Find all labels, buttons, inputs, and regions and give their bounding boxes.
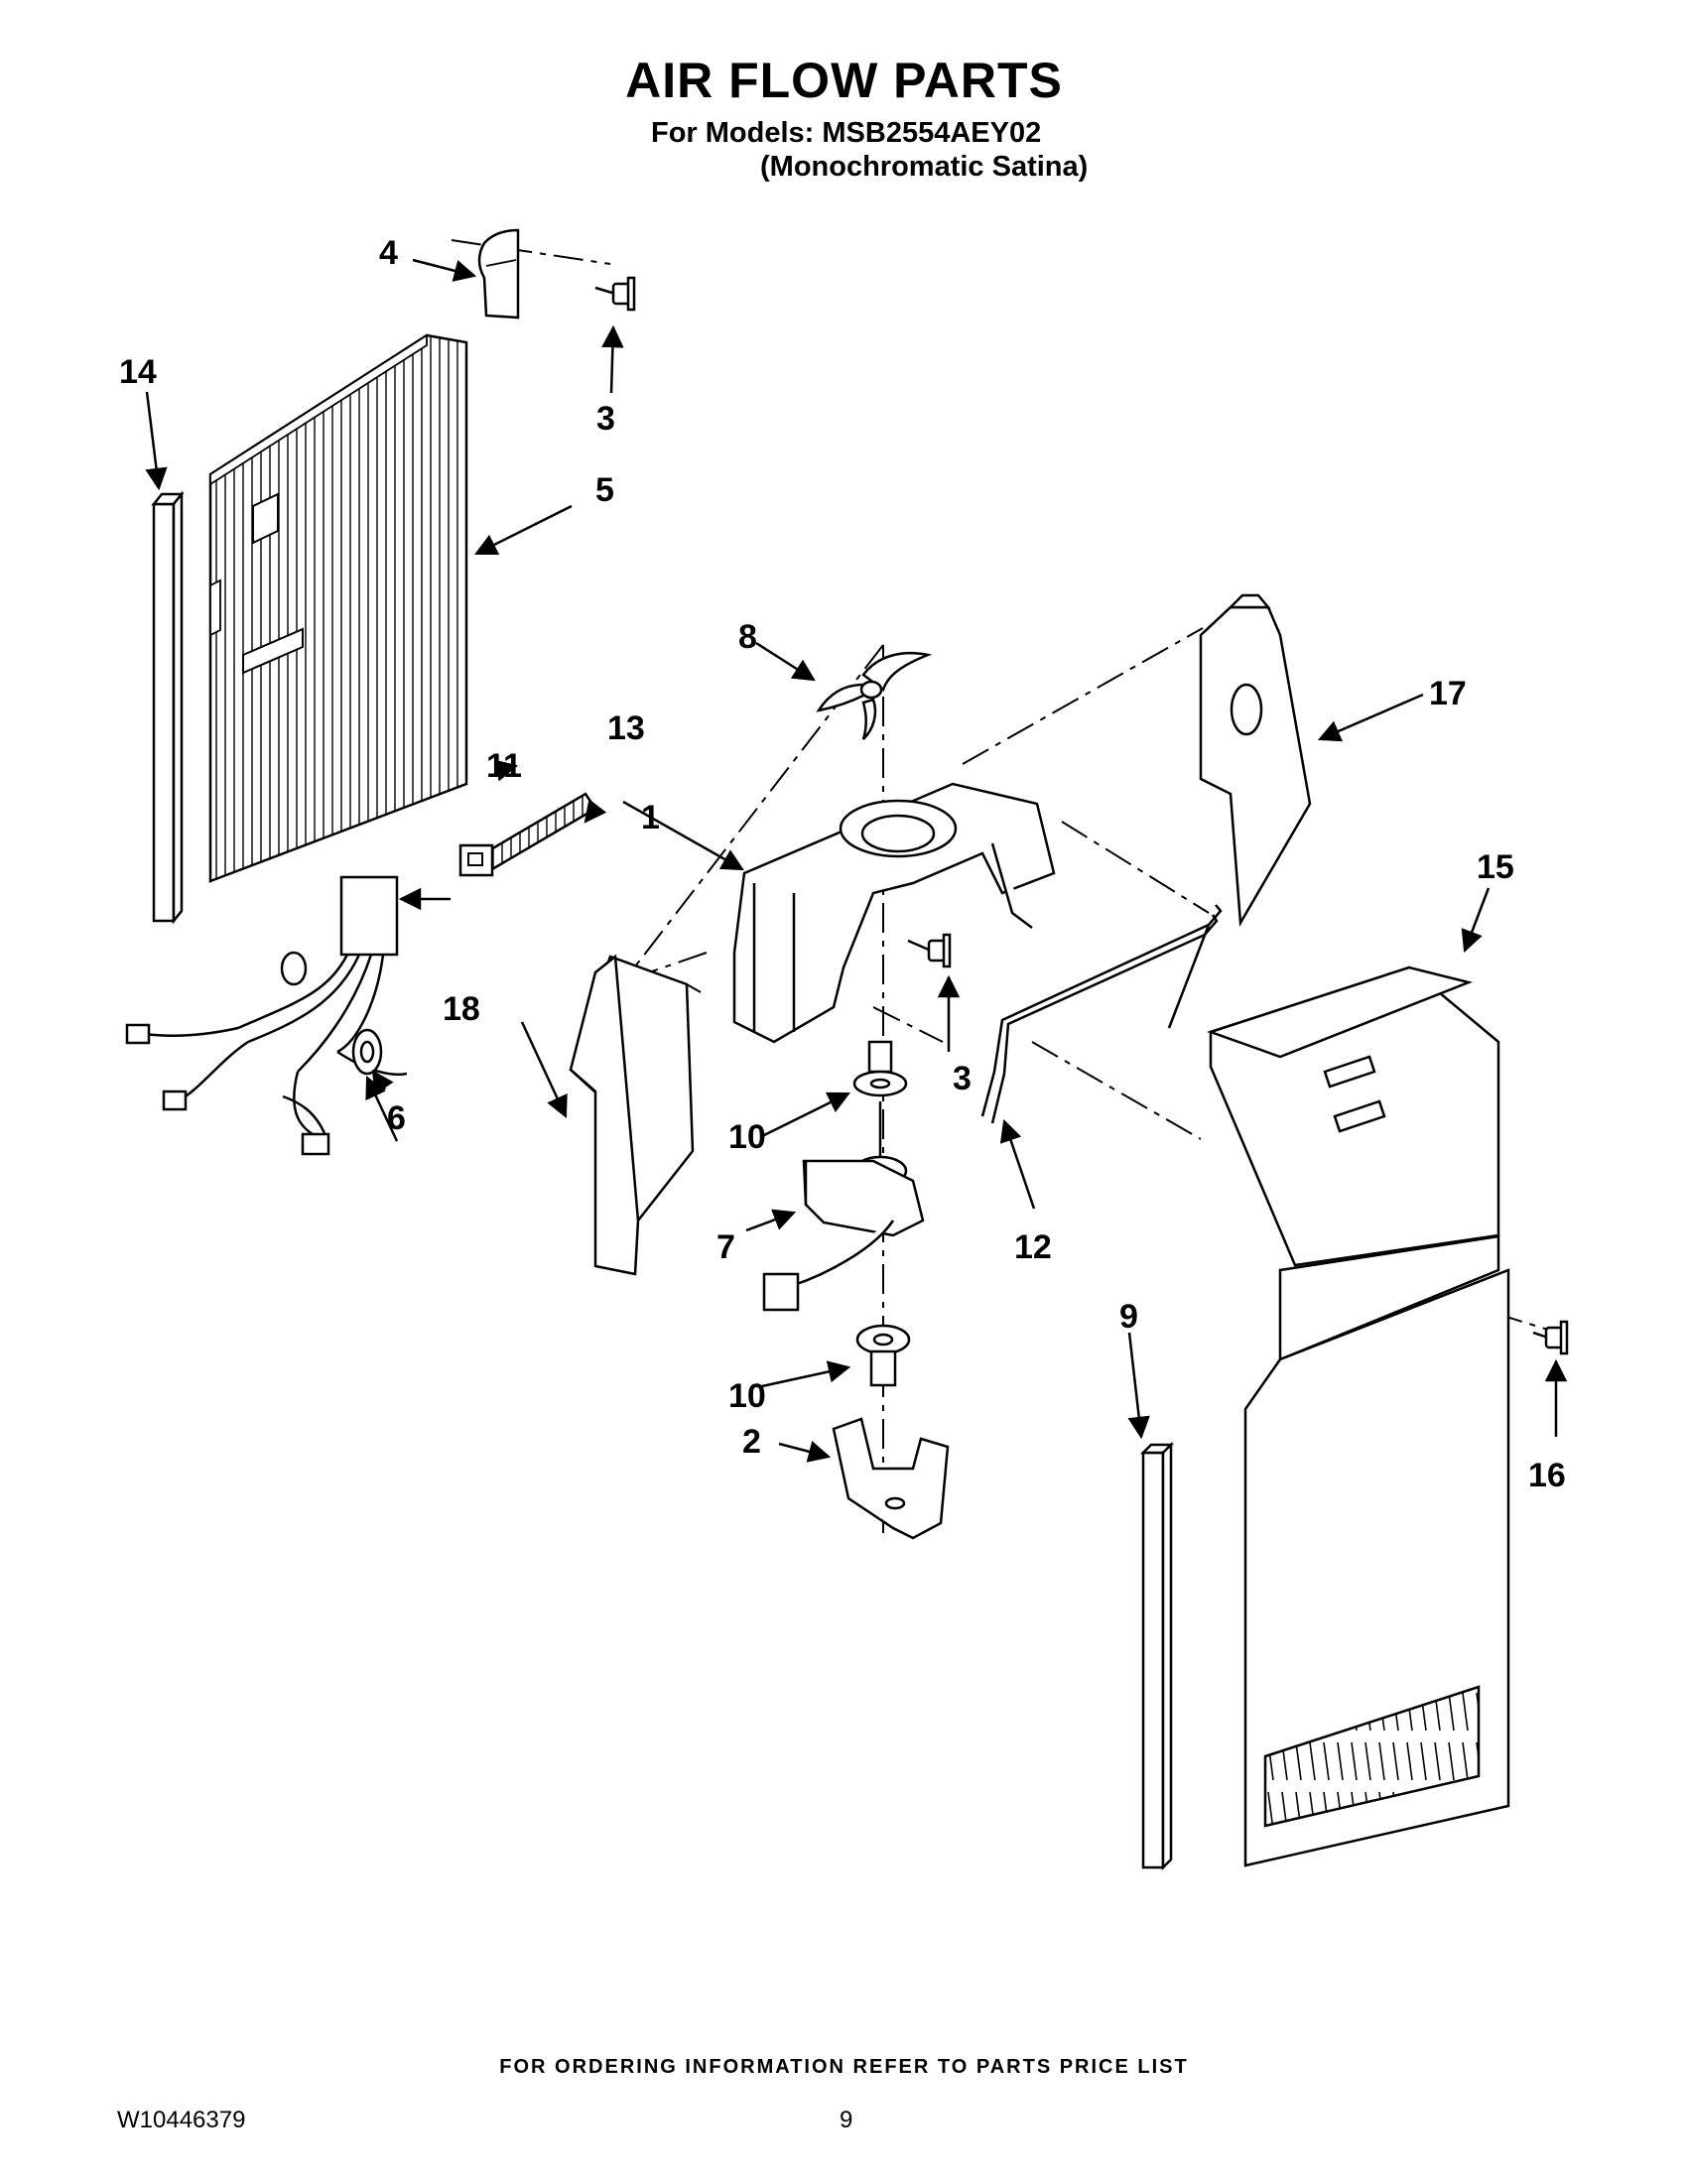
document-number: W10446379 (117, 2107, 246, 2133)
page-number: 9 (840, 2107, 853, 2133)
callout-labels: 1 2 3 3 4 5 6 7 8 9 10 10 11 12 13 14 15… (119, 234, 1566, 1494)
callout-17: 17 (1429, 675, 1467, 712)
models-line: For Models: MSB2554AEY02 (651, 117, 1042, 149)
callout-13: 13 (607, 709, 645, 747)
callout-4: 4 (379, 234, 398, 272)
part-11-wiring-harness (125, 875, 408, 1156)
callout-leaders (145, 258, 1568, 1463)
part-8-fan-blade (816, 651, 933, 740)
callout-3-lower: 3 (953, 1060, 972, 1097)
part-18-baffle (569, 954, 702, 1276)
part-17-baffle (1199, 593, 1312, 928)
part-16-screw (1532, 1320, 1569, 1355)
part-15-rear-panel (1207, 965, 1500, 1361)
callout-15: 15 (1477, 848, 1514, 886)
part-3-screw-lower (907, 933, 952, 968)
callout-3-upper: 3 (596, 400, 615, 438)
callout-16: 16 (1528, 1457, 1566, 1494)
callout-1: 1 (641, 799, 660, 836)
callout-7: 7 (716, 1228, 735, 1266)
callout-18: 18 (443, 990, 480, 1028)
part-2-motor-bracket (832, 1417, 950, 1540)
part-3-screw-upper (594, 276, 636, 312)
part-13-cable-tie (458, 792, 597, 877)
part-7-fan-motor (762, 1101, 925, 1312)
callout-6: 6 (387, 1099, 406, 1137)
variant-line: (Monochromatic Satina) (760, 151, 1089, 183)
part-9-seal-strip (1139, 1441, 1175, 1871)
callout-14: 14 (119, 353, 157, 391)
part-6-grommet (351, 1028, 383, 1076)
part-1-fan-shroud (732, 782, 1056, 1044)
page-title: AIR FLOW PARTS (625, 53, 1063, 108)
part-12-wire-bracket (980, 904, 1223, 1124)
part-15-rear-panel-lower (1243, 1268, 1510, 1867)
part-14-seal-strip (151, 490, 185, 925)
ordering-note: FOR ORDERING INFORMATION REFER TO PARTS … (499, 2056, 1189, 2078)
callout-2: 2 (742, 1423, 761, 1461)
callout-10-upper: 10 (728, 1118, 766, 1156)
callout-11: 11 (486, 747, 522, 785)
callout-8: 8 (738, 618, 757, 656)
callout-12: 12 (1014, 1228, 1052, 1266)
callout-10-lower: 10 (728, 1377, 766, 1415)
part-10-motor-mount-lower (855, 1324, 911, 1387)
callout-5: 5 (595, 471, 614, 509)
part-10-motor-mount-upper (852, 1040, 908, 1097)
callout-9: 9 (1119, 1298, 1138, 1336)
part-5-evaporator-cover (208, 333, 468, 883)
part-4-clip (477, 228, 520, 320)
